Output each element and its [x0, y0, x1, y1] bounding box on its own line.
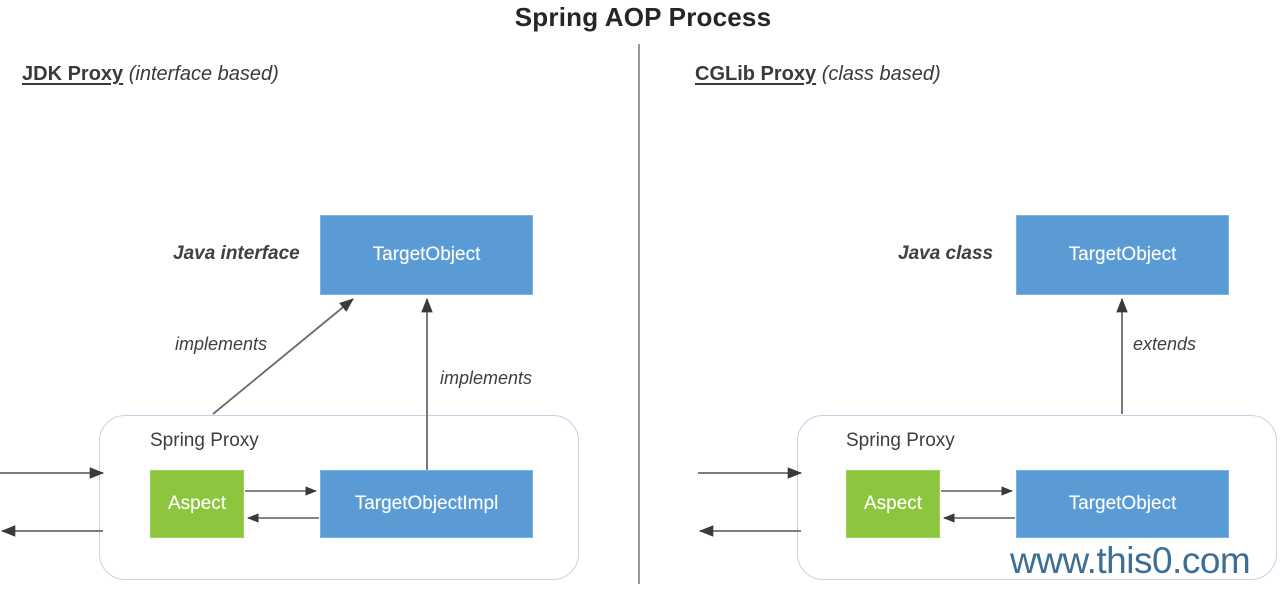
- right-extends-label: extends: [1133, 334, 1197, 354]
- right-panel-heading-name: CGLib Proxy: [695, 63, 817, 85]
- right-panel-heading: CGLib Proxy (class based): [695, 63, 941, 86]
- site-watermark: www.this0.com: [1010, 540, 1251, 581]
- left-aspect-node: Aspect: [150, 470, 244, 538]
- right-target-object-node: TargetObject: [1016, 215, 1229, 295]
- left-spring-proxy-title: Spring Proxy: [150, 430, 259, 451]
- vertical-divider: [638, 44, 640, 584]
- left-target-object-impl-node: TargetObjectImpl: [320, 470, 533, 538]
- java-interface-label: Java interface: [173, 243, 300, 264]
- left-panel-heading: JDK Proxy (interface based): [22, 63, 279, 86]
- page-title: Spring AOP Process: [514, 2, 772, 32]
- left-implements-diagonal-arrow: [212, 298, 354, 415]
- java-class-label: Java class: [898, 243, 994, 264]
- left-panel-heading-name: JDK Proxy: [22, 63, 124, 85]
- left-panel-heading-qualifier: (interface based): [128, 63, 279, 85]
- right-aspect-node: Aspect: [846, 470, 940, 538]
- left-implements-vertical-label: implements: [440, 368, 533, 388]
- left-target-object-node: TargetObject: [320, 215, 533, 295]
- left-implements-diagonal-label: implements: [175, 334, 268, 354]
- right-panel-heading-qualifier: (class based): [821, 63, 941, 85]
- right-spring-proxy-title: Spring Proxy: [846, 430, 955, 451]
- right-target-object-node-inner: TargetObject: [1016, 470, 1229, 538]
